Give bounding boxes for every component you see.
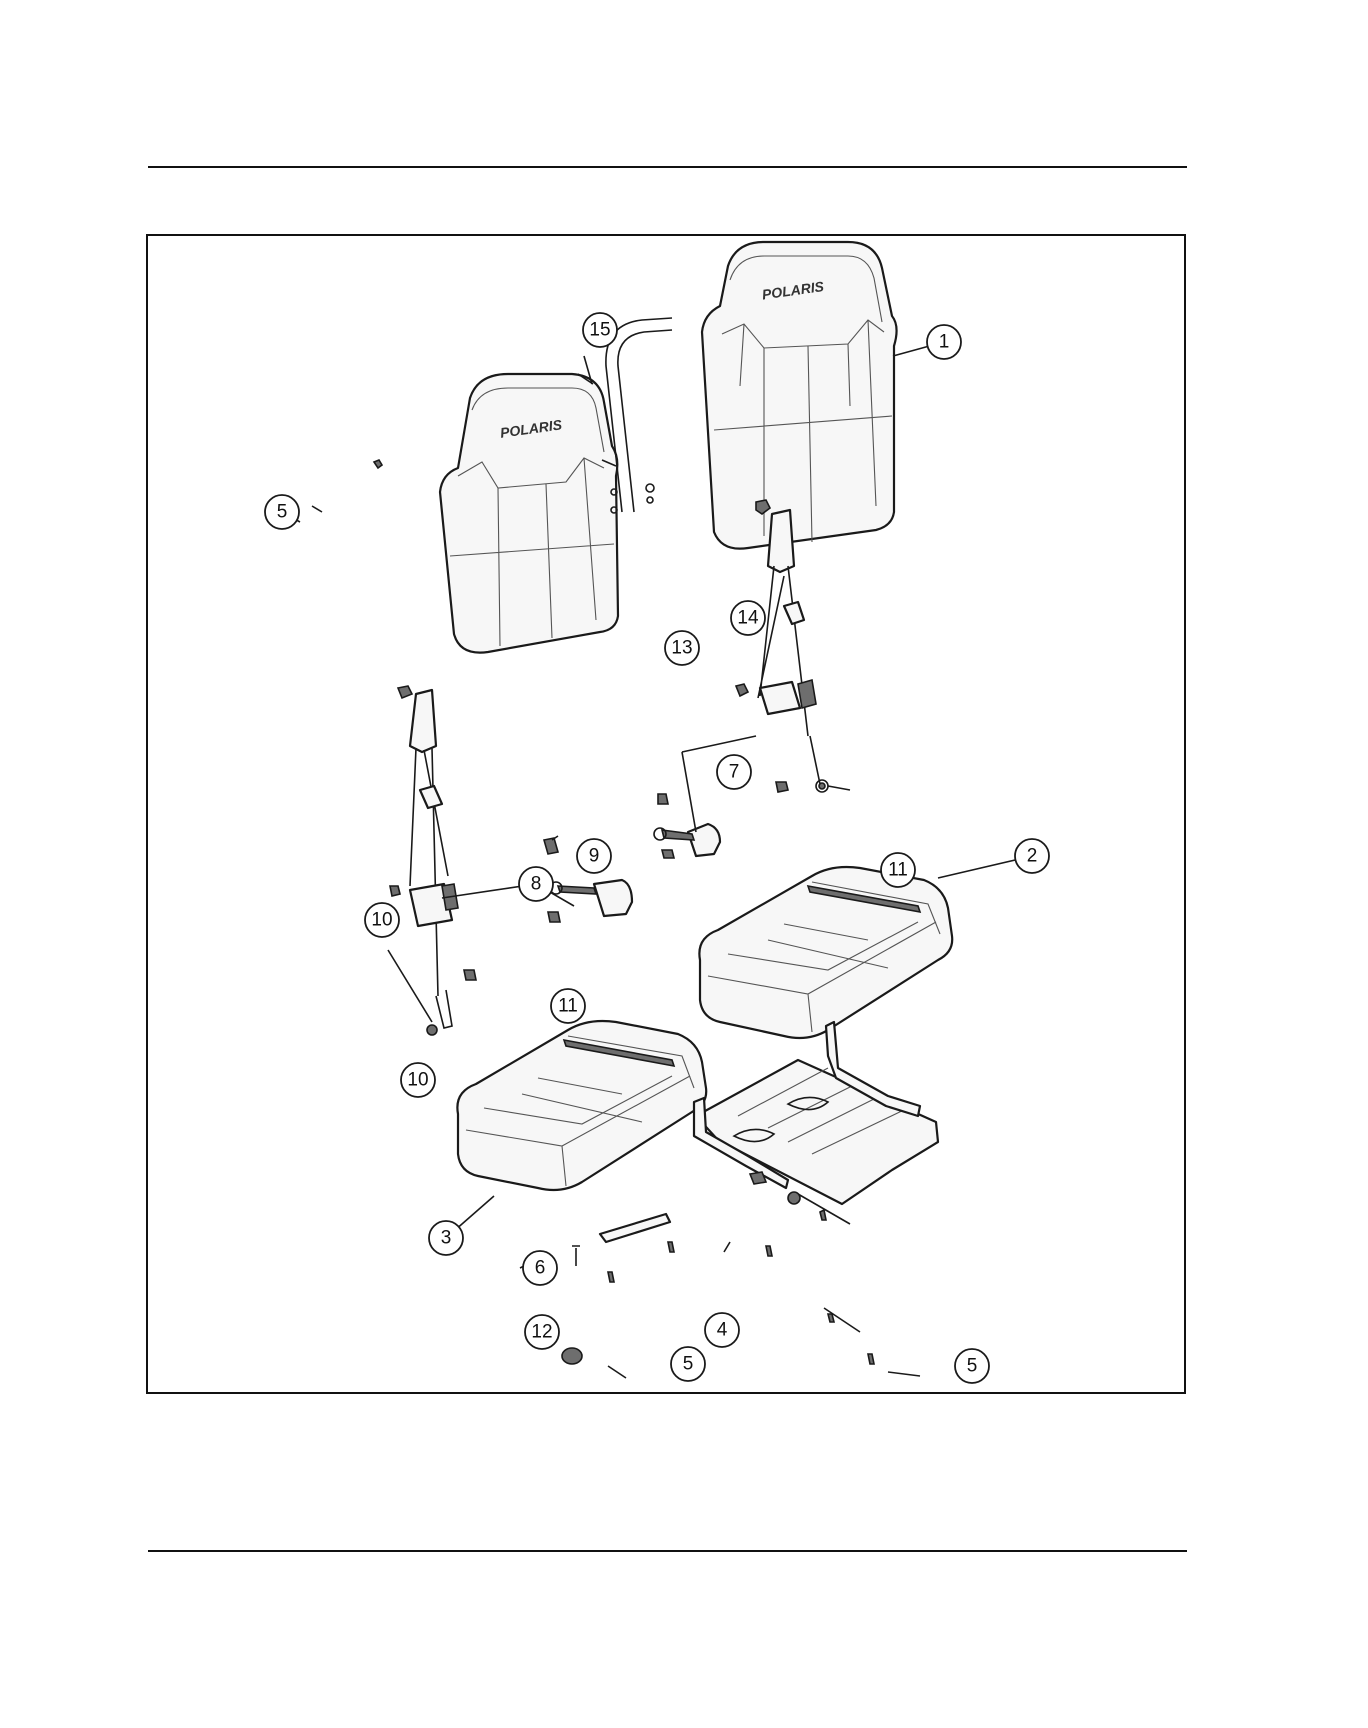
callout-4-label: 4 (717, 1320, 728, 1341)
callout-11-right-label: 11 (888, 860, 908, 881)
callout-5-right-label: 5 (967, 1356, 978, 1377)
callout-7: 7 (717, 755, 751, 789)
callout-10-lower-label: 10 (407, 1070, 428, 1091)
callout-9-label: 9 (589, 846, 600, 867)
callout-12: 12 (525, 1315, 559, 1349)
footer-rule (148, 1550, 1187, 1552)
callout-7-label: 7 (729, 762, 740, 783)
callout-10-lower: 10 (401, 1063, 435, 1097)
callout-15: 15 (583, 313, 617, 347)
callout-13-label: 13 (671, 638, 692, 659)
callout-2-label: 2 (1027, 846, 1038, 867)
seat-base-frame (694, 1022, 938, 1322)
callout-5-bottom-label: 5 (683, 1354, 694, 1375)
seat-exploded-diagram: POLARIS POLARIS (148, 236, 1184, 1392)
callout-11-left-label: 11 (558, 996, 578, 1017)
callout-1-label: 1 (939, 332, 950, 353)
seat-belt-right (654, 510, 828, 858)
callout-12-label: 12 (531, 1322, 552, 1343)
seat-bottom-right (699, 867, 952, 1038)
callout-1: 1 (927, 325, 961, 359)
callout-3-label: 3 (441, 1228, 452, 1249)
callout-11-right: 11 (881, 853, 915, 887)
seat-back-right: POLARIS (702, 242, 897, 549)
callout-4: 4 (705, 1313, 739, 1347)
callout-8-label: 8 (531, 874, 542, 895)
callout-9: 9 (577, 839, 611, 873)
callout-11-left: 11 (551, 989, 585, 1023)
callout-5-left: 5 (265, 495, 299, 529)
seat-back-left: POLARIS (440, 374, 618, 653)
callout-2: 2 (1015, 839, 1049, 873)
callout-14: 14 (731, 601, 765, 635)
misc-hardware (562, 1242, 730, 1364)
callout-5-right: 5 (955, 1349, 989, 1383)
mounting-bracket (600, 1214, 874, 1364)
seat-bottom-left (457, 1021, 706, 1190)
callout-15-label: 15 (589, 320, 610, 341)
callout-5-bottom: 5 (671, 1347, 705, 1381)
callout-8: 8 (519, 867, 553, 901)
header-rule (148, 166, 1187, 168)
callout-6: 6 (523, 1251, 557, 1285)
callout-13: 13 (665, 631, 699, 665)
callout-3: 3 (429, 1221, 463, 1255)
callout-10-upper-label: 10 (371, 910, 392, 931)
callout-6-label: 6 (535, 1258, 546, 1279)
callout-10-upper: 10 (365, 903, 399, 937)
exploded-diagram-frame: POLARIS POLARIS (146, 234, 1186, 1394)
callout-14-label: 14 (737, 608, 759, 629)
callout-5-left-label: 5 (277, 502, 288, 523)
